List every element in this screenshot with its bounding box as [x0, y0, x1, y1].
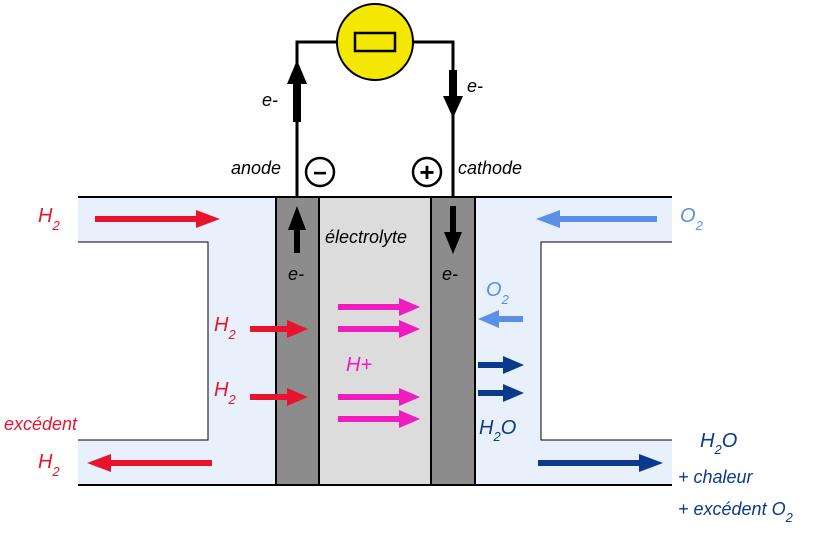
oxygen-inlet-label: O2 [680, 205, 704, 233]
hydrogen-anode-arrow-2 [250, 388, 308, 406]
electron-arrow-cathode-down [443, 70, 463, 118]
hydrogen-anode-label-2: H2 [214, 379, 236, 407]
hydrogen-anode-label-1: H2 [214, 314, 236, 342]
anode-label: anode [231, 158, 281, 178]
heat-label: + chaleur [678, 467, 754, 487]
electron-arrow-in-cathode [444, 206, 462, 254]
electron-label-in-cathode: e- [442, 264, 458, 284]
electron-arrow-anode-up [287, 60, 307, 122]
minus-sign-icon [304, 156, 336, 188]
resistor-icon [353, 31, 397, 53]
proton-arrows-lower [338, 388, 420, 428]
oxygen-cathode-arrow [478, 310, 523, 328]
oxygen-inlet-arrow [536, 210, 657, 228]
electrolyte-layer [318, 196, 432, 486]
excess-hydrogen-label: excédent [4, 414, 78, 434]
electron-label-anode: e- [262, 90, 278, 110]
proton-arrows-upper [338, 298, 420, 338]
oxygen-cathode-label: O2 [486, 279, 510, 307]
hydrogen-anode-arrow-1 [250, 320, 308, 338]
hydrogen-channel [78, 197, 276, 485]
excess-hydrogen-arrow [87, 454, 212, 472]
water-cathode-arrows [478, 356, 524, 402]
hydrogen-inlet-label: H2 [38, 205, 60, 233]
electron-arrow-in-anode [288, 206, 306, 253]
electron-label-in-anode: e- [288, 264, 304, 284]
cathode-label: cathode [458, 158, 522, 178]
electron-label-cathode: e- [467, 76, 483, 96]
hydrogen-inlet-arrow [95, 210, 220, 228]
minus-sign: − [313, 160, 327, 187]
plus-sign-icon [411, 156, 443, 188]
water-outlet-arrow [538, 454, 663, 472]
excess-oxygen-label: + excédent O2 [678, 499, 794, 525]
proton-label: H+ [346, 354, 372, 376]
plus-sign: + [419, 157, 434, 187]
electrolyte-label: électrolyte [325, 227, 407, 247]
excess-hydrogen-formula: H2 [38, 451, 60, 479]
water-outlet-label: H2O [700, 430, 737, 457]
oxygen-channel [475, 197, 672, 485]
water-cathode-label: H2O [479, 417, 516, 444]
